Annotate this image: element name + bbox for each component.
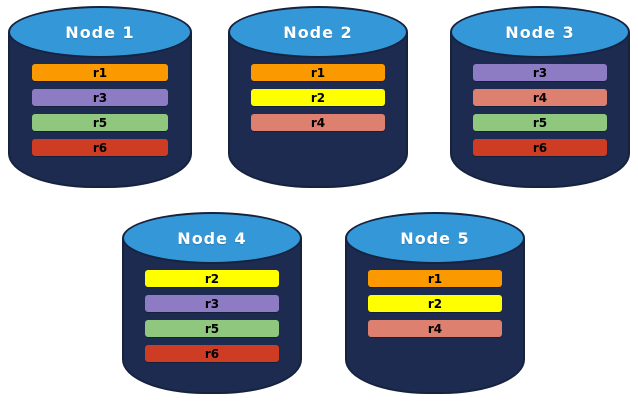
replica-label: r6: [532, 140, 548, 155]
replica-label: r1: [92, 65, 108, 80]
replica-list: r1 r2 r4: [345, 270, 525, 337]
replica-bar[interactable]: r6: [145, 345, 279, 362]
replica-bar[interactable]: r6: [473, 139, 607, 156]
replica-label: r2: [310, 90, 326, 105]
node-label: Node 4: [177, 228, 247, 248]
cylinder-body: [345, 238, 525, 394]
replica-list: r1 r2 r4: [228, 64, 408, 131]
replica-label: r1: [427, 271, 443, 286]
replica-label: r4: [427, 321, 443, 336]
cylinder-top: Node 1: [8, 6, 192, 58]
database-node[interactable]: Node 3 r3 r4 r5 r6: [450, 6, 630, 188]
replica-bar[interactable]: r4: [368, 320, 502, 337]
database-node[interactable]: Node 5 r1 r2 r4: [345, 212, 525, 394]
replica-bar[interactable]: r6: [31, 139, 169, 156]
replica-label: r5: [92, 115, 108, 130]
database-node[interactable]: Node 4 r2 r3 r5 r6: [122, 212, 302, 394]
replica-bar[interactable]: r2: [251, 89, 385, 106]
cylinder-body: [122, 238, 302, 394]
cylinder-top: Node 3: [450, 6, 630, 58]
replica-label: r2: [204, 271, 220, 286]
replica-list: r2 r3 r5 r6: [122, 270, 302, 362]
cylinder-body: [450, 32, 630, 188]
replica-label: r6: [204, 346, 220, 361]
replica-bar[interactable]: r1: [31, 64, 169, 81]
replica-bar[interactable]: r4: [473, 89, 607, 106]
replica-bar[interactable]: r2: [145, 270, 279, 287]
replica-bar[interactable]: r3: [31, 89, 169, 106]
replica-label: r3: [204, 296, 220, 311]
node-label: Node 1: [65, 22, 135, 42]
database-node[interactable]: Node 1 r1 r3 r5 r6: [8, 6, 192, 188]
replica-bar[interactable]: r2: [368, 295, 502, 312]
replica-label: r4: [532, 90, 548, 105]
replica-bar[interactable]: r4: [251, 114, 385, 131]
replica-bar[interactable]: r5: [145, 320, 279, 337]
cylinder-top: Node 2: [228, 6, 408, 58]
cylinder-top: Node 5: [345, 212, 525, 264]
node-label: Node 2: [283, 22, 353, 42]
replica-label: r5: [532, 115, 548, 130]
replica-label: r4: [310, 115, 326, 130]
node-label: Node 3: [505, 22, 575, 42]
replica-bar[interactable]: r5: [31, 114, 169, 131]
cylinder-body: [228, 32, 408, 188]
replica-bar[interactable]: r3: [145, 295, 279, 312]
replica-bar[interactable]: r1: [368, 270, 502, 287]
replica-list: r3 r4 r5 r6: [450, 64, 630, 156]
node-label: Node 5: [400, 228, 470, 248]
replica-label: r1: [310, 65, 326, 80]
replica-label: r3: [532, 65, 548, 80]
replica-list: r1 r3 r5 r6: [8, 64, 192, 156]
replica-label: r5: [204, 321, 220, 336]
replica-bar[interactable]: r5: [473, 114, 607, 131]
cylinder-top: Node 4: [122, 212, 302, 264]
replica-label: r6: [92, 140, 108, 155]
replica-label: r3: [92, 90, 108, 105]
replica-bar[interactable]: r1: [251, 64, 385, 81]
database-node[interactable]: Node 2 r1 r2 r4: [228, 6, 408, 188]
replica-bar[interactable]: r3: [473, 64, 607, 81]
replica-label: r2: [427, 296, 443, 311]
